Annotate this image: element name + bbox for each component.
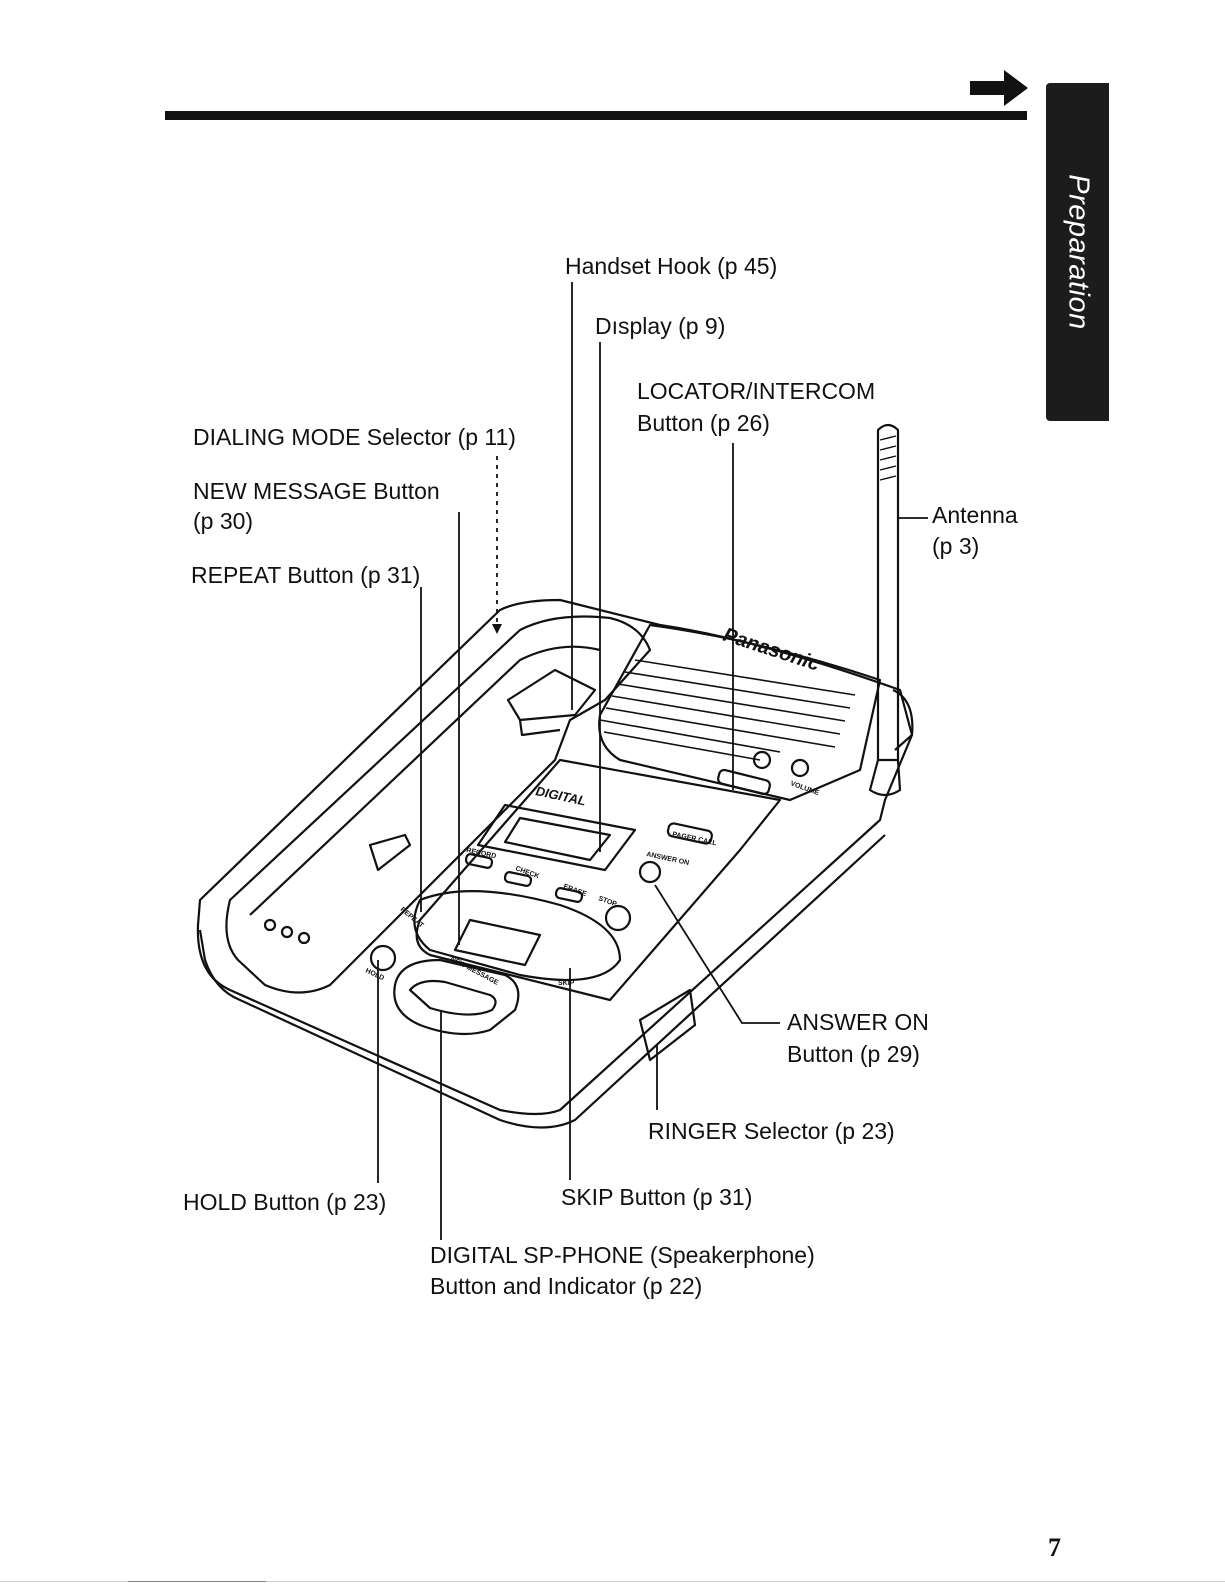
antenna-callout-line1: Antenna <box>932 502 1018 528</box>
answer-on-callout-line2: Button (p 29) <box>787 1041 920 1067</box>
repeat-callout: REPEAT Button (p 31) <box>191 562 421 588</box>
new-message-callout-line1: NEW MESSAGE Button <box>193 478 440 504</box>
footer-line <box>0 1581 1225 1582</box>
new-message-callout-line2: (p 30) <box>193 508 254 534</box>
device-skip-label: SKIP <box>558 980 575 987</box>
skip-callout: SKIP Button (p 31) <box>561 1184 753 1210</box>
page-number: 7 <box>1048 1533 1061 1562</box>
device-erase-label: ERASE <box>562 883 587 898</box>
device-check-label: CHECK <box>514 865 540 880</box>
dialing-mode-callout: DIALING MODE Selector (p 11) <box>193 424 516 450</box>
ringer-selector-callout: RINGER Selector (p 23) <box>648 1118 895 1144</box>
header-rule <box>165 111 1027 120</box>
device-digital-label: DIGITAL <box>534 783 587 808</box>
device-answer-on-label: ANSWER ON <box>646 851 690 867</box>
antenna-callout-line2: (p 3) <box>932 533 980 559</box>
section-tab: Preparation <box>1046 83 1109 421</box>
answer-on-callout-line1: ANSWER ON <box>787 1009 929 1035</box>
digital-sp-phone-callout-line1: DIGITAL SP-PHONE (Speakerphone) <box>430 1242 815 1268</box>
footer-accent <box>128 1581 266 1582</box>
digital-sp-phone-callout-line2: Button and Indicator (p 22) <box>430 1273 703 1299</box>
hold-callout: HOLD Button (p 23) <box>183 1189 387 1215</box>
next-page-arrow-icon <box>970 70 1028 106</box>
locator-intercom-callout-line1: LOCATOR/INTERCOM <box>637 378 876 404</box>
display-callout: Dısplay (p 9) <box>595 313 726 339</box>
device-stop-label: STOP <box>597 895 617 908</box>
locator-intercom-callout-line2: Button (p 26) <box>637 410 770 436</box>
brand-label: Panasonic <box>720 624 822 676</box>
handset-hook-callout: Handset Hook (p 45) <box>565 253 778 279</box>
